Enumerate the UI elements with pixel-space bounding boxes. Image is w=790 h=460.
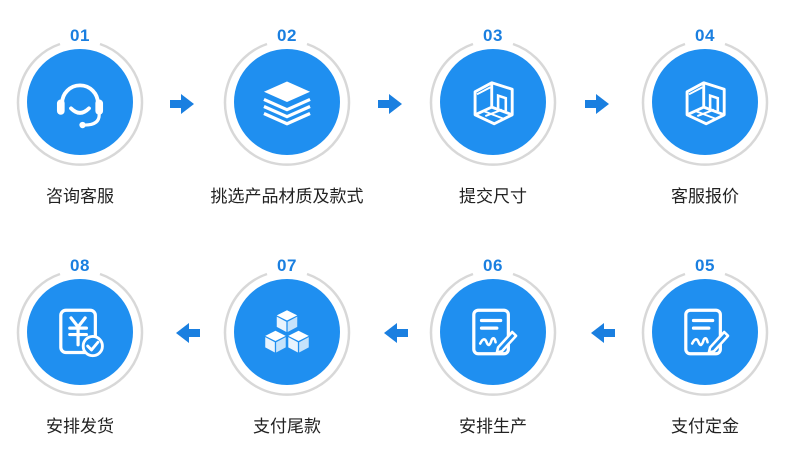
step-label: 提交尺寸 (459, 187, 527, 207)
step-circle (429, 42, 557, 166)
step-number: 06 (483, 256, 503, 275)
step-number: 07 (277, 256, 297, 275)
step-circle (641, 42, 769, 166)
arrow-right-icon (170, 93, 196, 115)
arrow-left-icon (589, 322, 615, 344)
step-06: 06 安排生产 (418, 230, 568, 450)
step-08: 08 安排发货 (5, 230, 155, 450)
step-07: 07 支付尾款 (212, 230, 362, 450)
step-circle (223, 272, 351, 396)
step-05: 05 支付定金 (630, 230, 780, 450)
step-number: 05 (695, 256, 715, 275)
step-label: 咨询客服 (46, 187, 114, 207)
step-04: 04 客服报价 (630, 0, 780, 210)
arrow-left-icon (174, 322, 200, 344)
step-circle (429, 272, 557, 396)
step-label: 客服报价 (671, 187, 739, 207)
step-number: 04 (695, 26, 715, 45)
step-02: 02 挑选产品材质及款式 (211, 0, 364, 210)
step-circle (16, 272, 144, 396)
step-label: 安排生产 (459, 417, 527, 437)
arrow-right-icon (378, 93, 404, 115)
step-01: 01 咨询客服 (5, 0, 155, 210)
step-label: 挑选产品材质及款式 (210, 187, 364, 207)
step-label: 支付尾款 (253, 417, 321, 437)
step-number: 08 (70, 256, 90, 275)
arrow-right-icon (585, 93, 611, 115)
step-number: 01 (70, 26, 90, 45)
step-circle (16, 42, 144, 166)
step-number: 03 (483, 26, 503, 45)
step-circle (223, 42, 351, 166)
step-circle (641, 272, 769, 396)
step-label: 支付定金 (671, 417, 739, 437)
step-03: 03 提交尺寸 (418, 0, 568, 210)
step-number: 02 (277, 26, 297, 45)
arrow-left-icon (382, 322, 408, 344)
step-label: 安排发货 (46, 417, 114, 437)
